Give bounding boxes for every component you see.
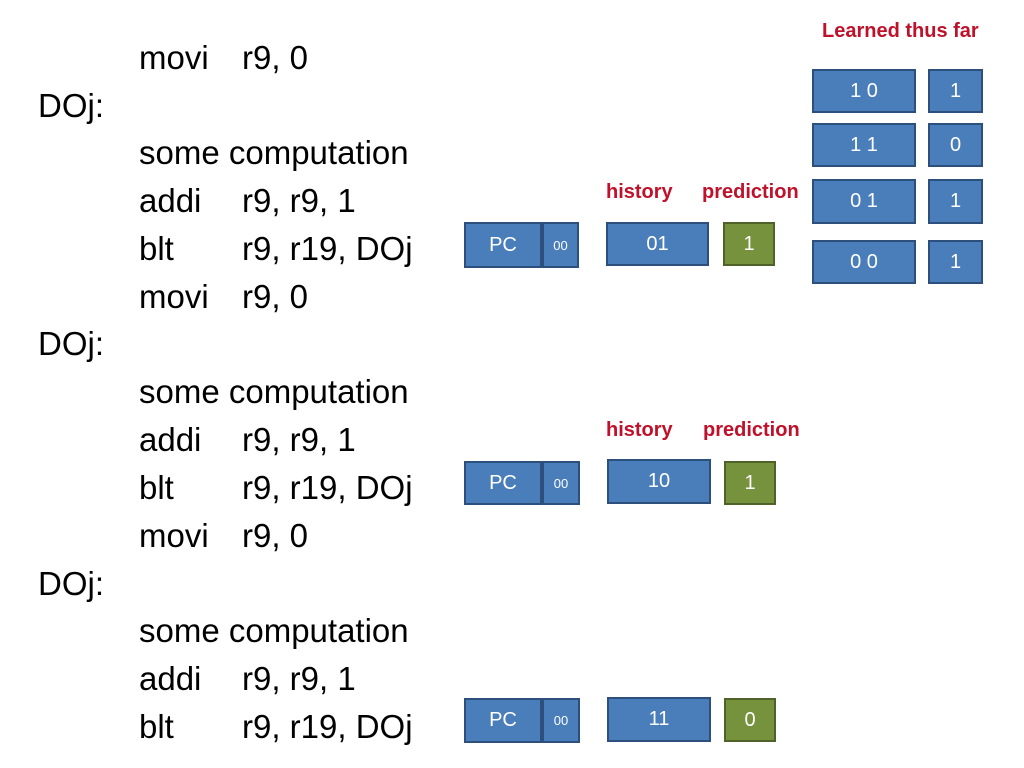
operands: r9, r19, DOj (242, 230, 413, 267)
code-line-computation: some computation (139, 134, 409, 171)
opcode: blt (139, 230, 174, 267)
code-line-movi: movi r9, 0 (139, 278, 308, 315)
learned-prediction-box: 1 (928, 179, 983, 224)
prediction-box: 1 (724, 461, 776, 505)
history-box: 10 (607, 459, 711, 504)
history-label: history (606, 181, 673, 203)
history-label: history (606, 419, 673, 441)
pc-box: PC (464, 222, 542, 268)
opcode: addi (139, 660, 202, 697)
prediction-label: prediction (702, 181, 799, 203)
history-box: 11 (607, 697, 711, 742)
opcode: addi (139, 182, 202, 219)
pc-box: PC (464, 698, 542, 743)
opcode: addi (139, 421, 202, 458)
code-line-blt: blt r9, r19, DOj (139, 230, 413, 267)
learned-prediction-box: 0 (928, 123, 983, 167)
pc-bits-box: 00 (542, 222, 579, 268)
operands: r9, r9, 1 (242, 182, 356, 219)
code-label: DOj: (38, 565, 104, 602)
code-label: DOj: (38, 325, 104, 362)
code-line-movi: movi r9, 0 (139, 517, 308, 554)
operands: r9, 0 (242, 517, 309, 554)
code-label: DOj: (38, 87, 104, 124)
operands: r9, r19, DOj (242, 469, 413, 506)
prediction-label: prediction (703, 419, 800, 441)
operands: r9, r19, DOj (242, 708, 413, 745)
code-line-blt: blt r9, r19, DOj (139, 708, 413, 745)
prediction-box: 1 (723, 222, 775, 266)
opcode: movi (139, 39, 209, 76)
code-line-addi: addi r9, r9, 1 (139, 182, 356, 219)
learned-prediction-box: 1 (928, 240, 983, 284)
pc-bits-box: 00 (542, 698, 580, 743)
code-line-addi: addi r9, r9, 1 (139, 660, 356, 697)
code-line-movi: movi r9, 0 (139, 39, 308, 76)
opcode: movi (139, 517, 209, 554)
learned-title: Learned thus far (822, 20, 979, 42)
operands: r9, r9, 1 (242, 660, 356, 697)
operands: r9, r9, 1 (242, 421, 356, 458)
learned-history-box: 0 0 (812, 240, 916, 284)
opcode: blt (139, 469, 174, 506)
learned-prediction-box: 1 (928, 69, 983, 113)
history-box: 01 (606, 222, 709, 266)
prediction-box: 0 (724, 698, 776, 742)
pc-box: PC (464, 461, 542, 505)
code-line-addi: addi r9, r9, 1 (139, 421, 356, 458)
opcode: blt (139, 708, 174, 745)
code-line-computation: some computation (139, 612, 409, 649)
code-line-computation: some computation (139, 373, 409, 410)
operands: r9, 0 (242, 39, 309, 76)
code-line-blt: blt r9, r19, DOj (139, 469, 413, 506)
learned-history-box: 0 1 (812, 179, 916, 224)
learned-history-box: 1 0 (812, 69, 916, 113)
learned-history-box: 1 1 (812, 123, 916, 167)
pc-bits-box: 00 (542, 461, 580, 505)
opcode: movi (139, 278, 209, 315)
operands: r9, 0 (242, 278, 309, 315)
